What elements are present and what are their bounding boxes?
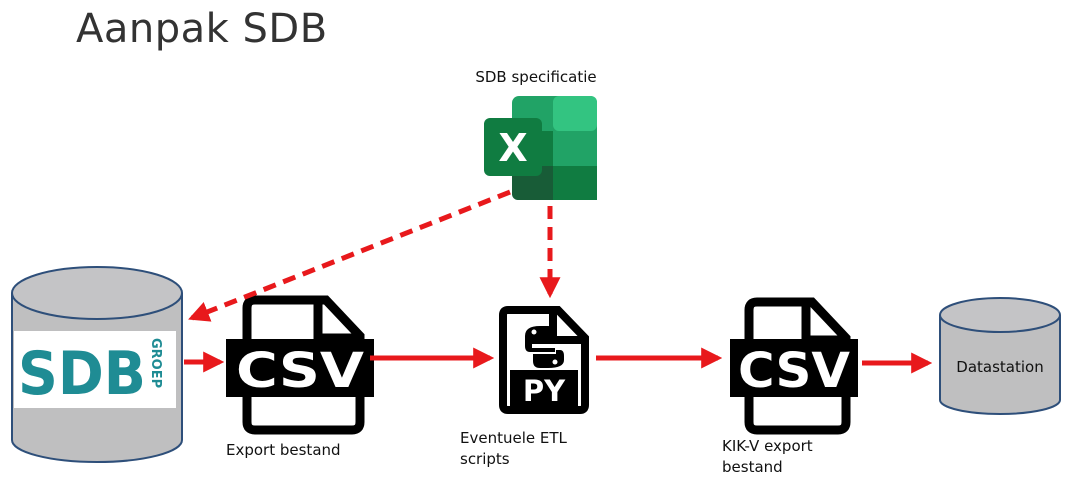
csv-glyph-2: CSV — [738, 343, 850, 399]
datastation-label: Datastation — [956, 358, 1043, 376]
kikv-label-line2: bestand — [722, 458, 783, 476]
etl-label-line2: scripts — [460, 450, 510, 468]
python-file-icon: PY — [499, 306, 589, 414]
export-csv-file-icon: CSV — [226, 295, 374, 435]
sdb-groep-logo: SDB GROEP — [14, 331, 176, 409]
spec-label: SDB specificatie — [475, 68, 596, 86]
python-logo-icon — [525, 326, 564, 368]
logo-text: SDB — [18, 339, 146, 409]
excel-icon: X — [484, 96, 597, 200]
page-title: Aanpak SDB — [76, 6, 328, 52]
source-database-icon: SDB GROEP — [11, 266, 183, 463]
etl-label-line1: Eventuele ETL — [460, 429, 567, 447]
csv-glyph: CSV — [236, 343, 364, 399]
export-file-label: Export bestand — [226, 441, 341, 459]
py-glyph: PY — [523, 374, 566, 408]
datastation-icon: Datastation — [939, 297, 1061, 415]
logo-side-text: GROEP — [148, 338, 163, 388]
dashed-arrow-spec-to-db — [188, 189, 511, 322]
excel-glyph: X — [498, 126, 527, 170]
kikv-csv-file-icon: CSV — [730, 297, 858, 435]
kikv-label-line1: KIK-V export — [722, 437, 813, 455]
